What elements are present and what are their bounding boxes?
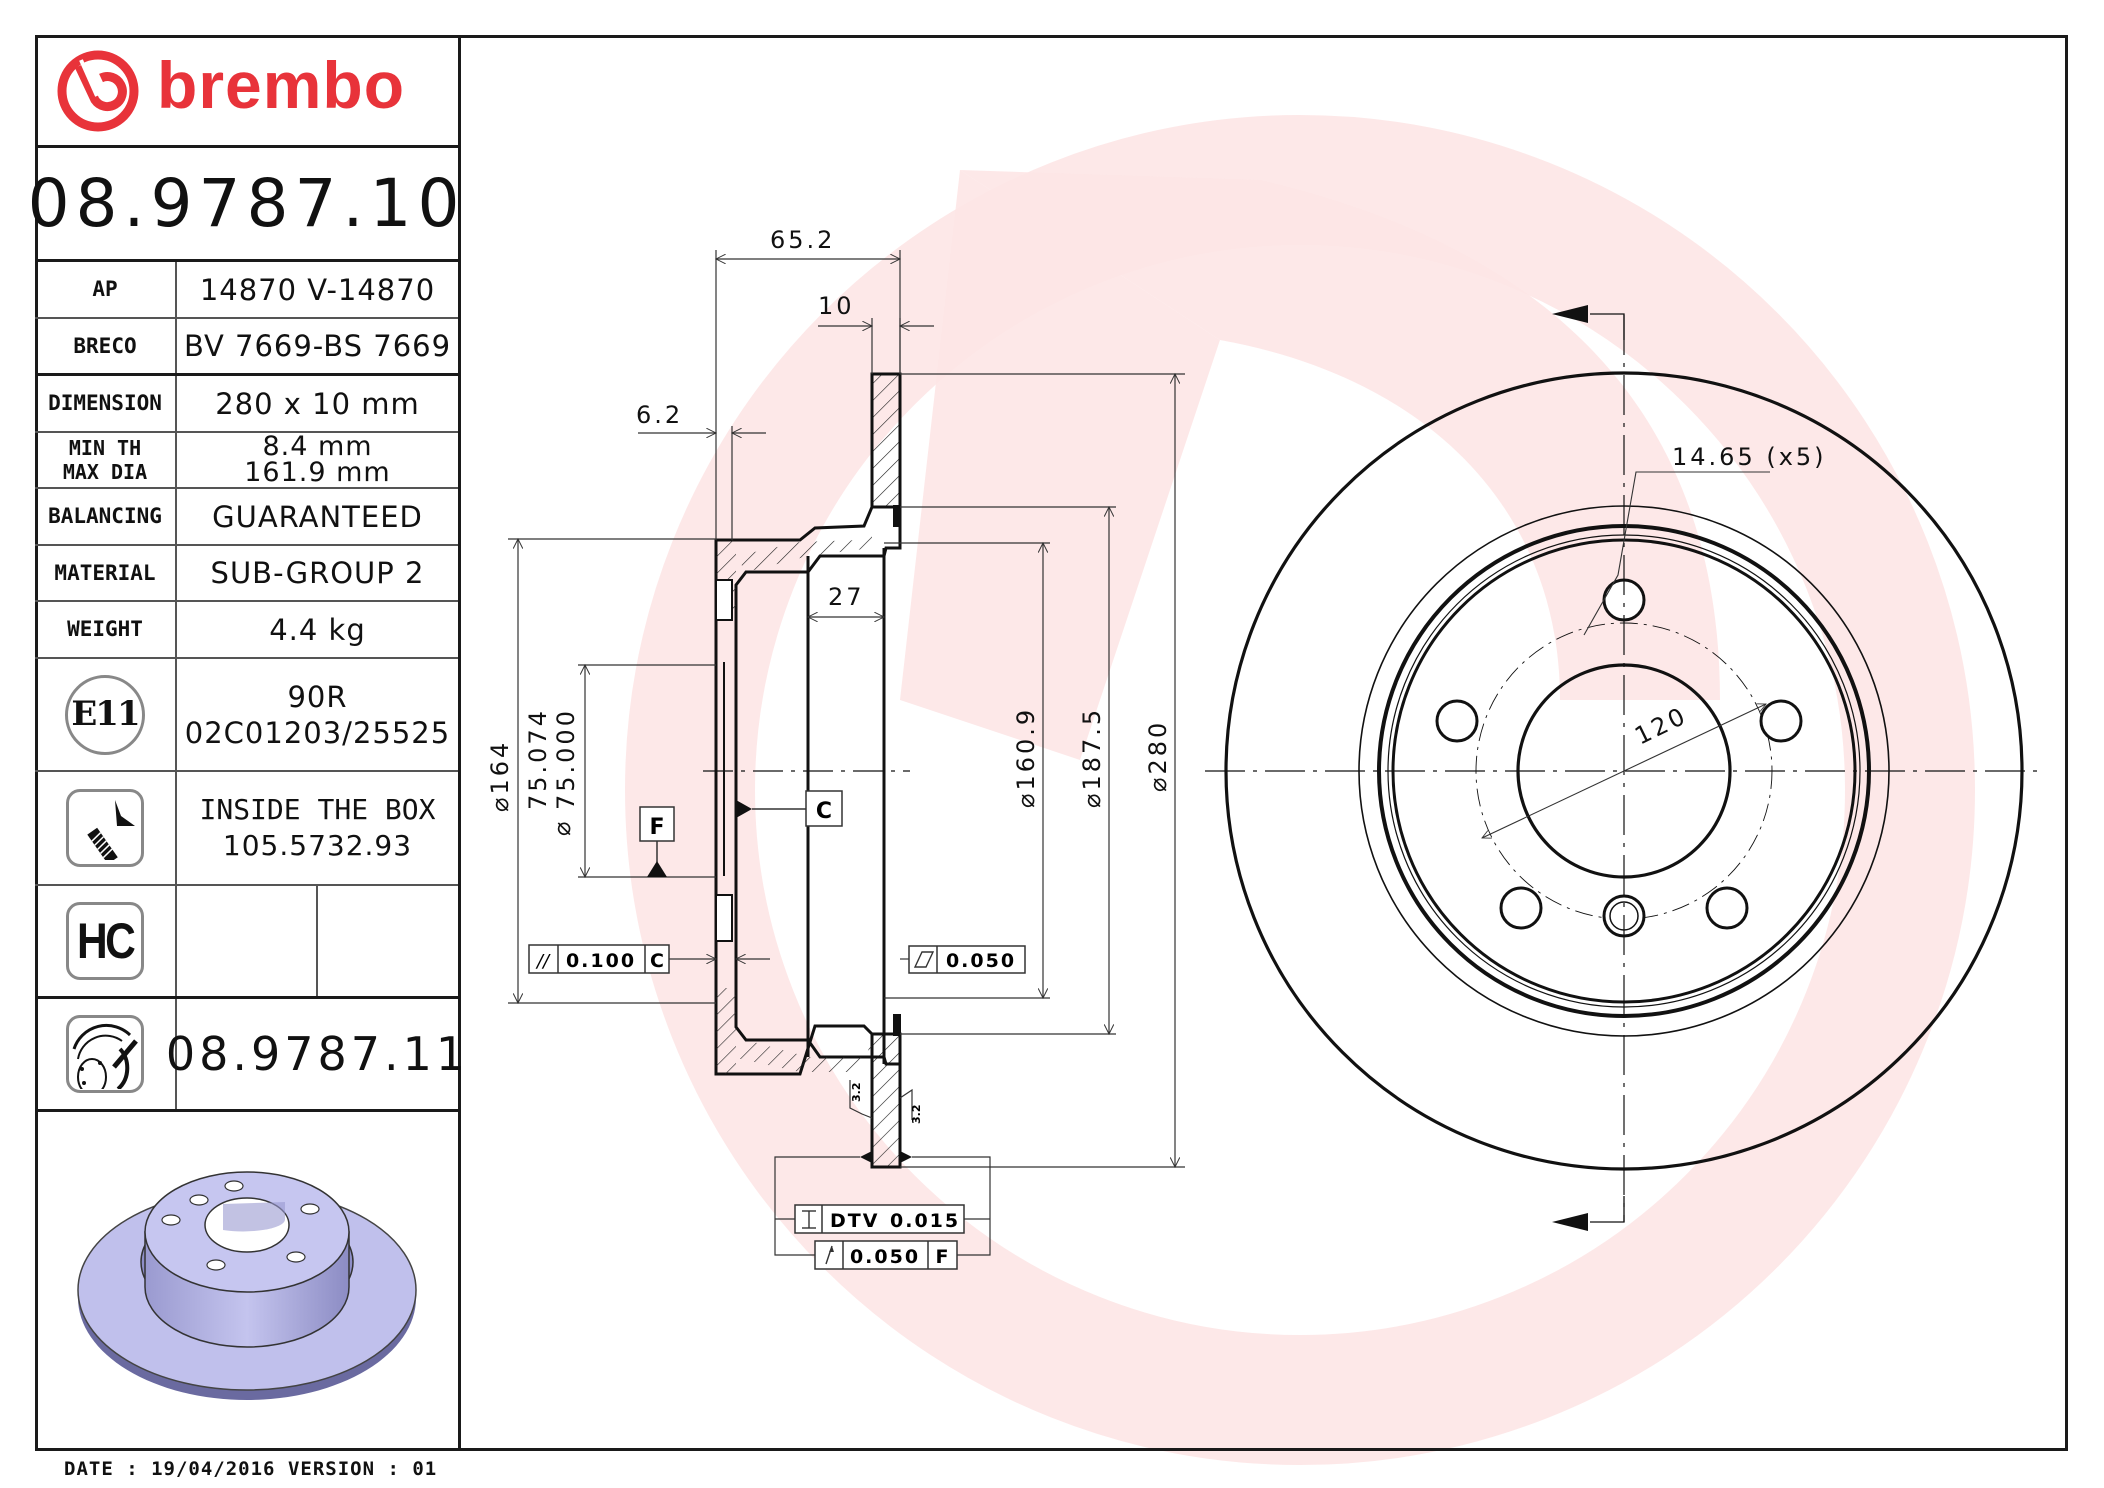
spec-value: 280 x 10 mm [215,386,420,421]
spec-value: 4.4 kg [269,612,366,647]
dim-65-2: 65.2 [770,226,835,254]
spec-row-breco: BRECO BV 7669-BS 7669 [35,319,458,376]
svg-text:DTV: DTV [830,1210,879,1232]
spec-label: AP [35,262,177,317]
svg-text://: // [535,951,551,972]
flatness-tolerance: 0.050 [900,945,1026,974]
spec-value: 8.4 mm 161.9 mm [177,433,458,487]
spec-row-ap: AP 14870 V-14870 [35,262,458,319]
dim-6-2: 6.2 [636,401,683,429]
alternative-part-number: 08.9787.11 [165,1027,470,1081]
approval-code: 90R [287,679,348,714]
diameter-symbol: ⌀ [548,819,576,836]
bolt-hole-dimension: 14.65 (x5) [1672,443,1827,471]
svg-text:F: F [936,1246,949,1268]
dim-d164: ⌀164 [486,740,514,812]
title-block: brembo 08.9787.10 AP 14870 V-14870 BRECO… [28,35,470,1451]
spec-row-material: MATERIAL SUB-GROUP 2 [35,546,458,602]
spec-value: BV 7669-BS 7669 [183,329,452,363]
dim-bore-min: 75.000 [552,708,580,810]
dim-bore-max: 75.074 [524,708,552,810]
bolt-holes [1435,578,1803,938]
disc-3d-render [35,1112,458,1448]
datum-f: F [649,815,664,840]
dim-27: 27 [828,583,865,611]
dim-d160-9: ⌀160.9 [1012,707,1040,808]
min-th-value: 8.4 mm [262,431,373,462]
spec-row-weight: WEIGHT 4.4 kg [35,602,458,659]
drawing-frame [35,35,2068,1451]
e11-approval-icon: E11 [65,674,145,755]
hardware-icon-cell [35,772,177,884]
svg-text:0.100: 0.100 [566,950,636,972]
alternative-icon-cell [35,999,177,1109]
hc-icon: HC [66,902,144,980]
dtv-runout-tolerance: DTV 0.015 0.050 F [774,1151,991,1270]
dim-d280: ⌀280 [1144,720,1172,792]
date-value: 19/04/2016 [151,1458,276,1480]
spec-label: WEIGHT [35,602,177,657]
approval-icon-cell: E11 [35,659,177,770]
approval-row: E11 90R 02C01203/25525 [35,659,458,772]
part-number: 08.9787.10 [27,165,466,242]
spec-label: MATERIAL [35,546,177,600]
hc-icon-cell: HC [35,886,177,996]
spec-row-dimension: DIMENSION 280 x 10 mm [35,376,458,433]
approval-value: 90R 02C01203/25525 [177,659,458,770]
spec-value: SUB-GROUP 2 [210,556,425,590]
version-value: 01 [412,1458,438,1480]
footer-date-version: DATE : 19/04/2016 VERSION : 01 [64,1458,437,1480]
spec-row-balancing: BALANCING GUARANTEED [35,489,458,546]
max-dia-label: MAX DIA [62,460,148,484]
spec-label: MIN TH MAX DIA [35,433,177,487]
hc-row: HC [35,886,458,999]
hc-empty-cell-1 [177,886,318,996]
min-th-label: MIN TH [68,436,142,460]
svg-text:0.050: 0.050 [850,1246,920,1268]
surface-roughness: 3.2 3.2 [849,1080,923,1125]
svg-text:0.050: 0.050 [946,950,1016,972]
svg-text:C: C [650,950,664,972]
svg-text:3.2: 3.2 [850,1083,863,1103]
hardware-label: INSIDE THE BOX [199,793,436,826]
spec-row-min-th: MIN TH MAX DIA 8.4 mm 161.9 mm [35,433,458,489]
brembo-logo-icon [55,48,141,134]
parallelism-tolerance: // 0.100 C [528,944,770,974]
dim-d187-5: ⌀187.5 [1078,707,1106,808]
spec-value: 14870 V-14870 [199,272,436,307]
dim-10: 10 [818,292,855,320]
datum-c: C [816,799,832,824]
screw-icon [66,789,144,867]
alternative-row: 08.9787.11 [35,999,470,1112]
disc-caliper-icon [66,1015,144,1093]
date-label: DATE : [64,1458,139,1480]
version-label: VERSION : [287,1458,400,1480]
spec-label: DIMENSION [35,376,177,431]
svg-text:3.2: 3.2 [910,1105,923,1125]
brand-name: brembo [157,48,406,122]
approval-number: 02C01203/25525 [184,715,451,750]
spec-label: BALANCING [35,489,177,544]
hardware-value: INSIDE THE BOX 105.5732.93 [177,772,458,884]
max-dia-value: 161.9 mm [244,457,391,488]
part-number-row: 08.9787.10 [28,148,459,262]
logo-row: brembo [35,35,458,148]
section-profile [714,372,902,1169]
hardware-part-number: 105.5732.93 [222,829,413,862]
spec-value: GUARANTEED [212,499,423,534]
spec-label: BRECO [35,319,177,373]
svg-text:0.015: 0.015 [890,1210,960,1232]
hardware-row: INSIDE THE BOX 105.5732.93 [35,772,458,886]
